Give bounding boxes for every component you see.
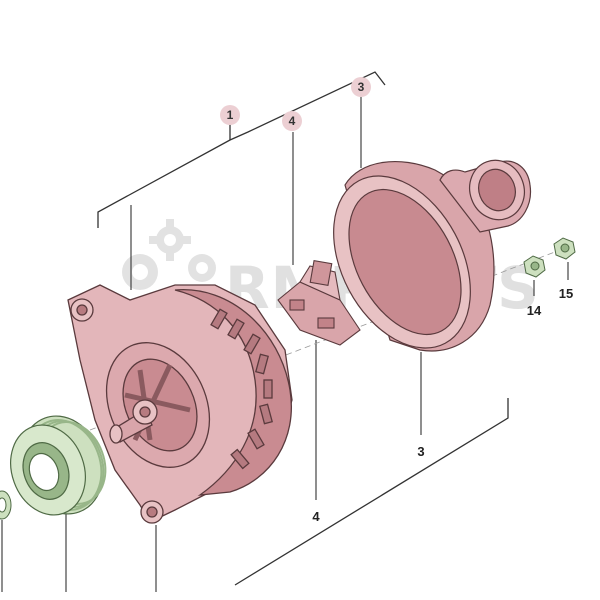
callout-3-top-text: 3 (358, 80, 365, 94)
nut-15 (553, 237, 576, 260)
callout-1-text: 1 (227, 108, 234, 122)
label-4[interactable]: 4 (312, 509, 320, 524)
label-14[interactable]: 14 (527, 303, 542, 318)
label-3[interactable]: 3 (417, 444, 424, 459)
leader-lines (1, 97, 569, 592)
washer-left (0, 490, 12, 520)
callout-4-top[interactable]: 4 (282, 111, 302, 131)
callout-3-top[interactable]: 3 (351, 77, 371, 97)
voltage-regulator (277, 259, 361, 346)
callout-4-top-text: 4 (289, 114, 296, 128)
pulley (10, 415, 107, 516)
callout-1[interactable]: 1 (220, 105, 240, 125)
gear-watermark-icon (122, 219, 216, 290)
nut-14 (523, 255, 546, 278)
alternator-cover (333, 159, 532, 352)
alternator-body (67, 284, 293, 524)
assembly-bracket (97, 71, 509, 586)
label-15[interactable]: 15 (559, 286, 573, 301)
